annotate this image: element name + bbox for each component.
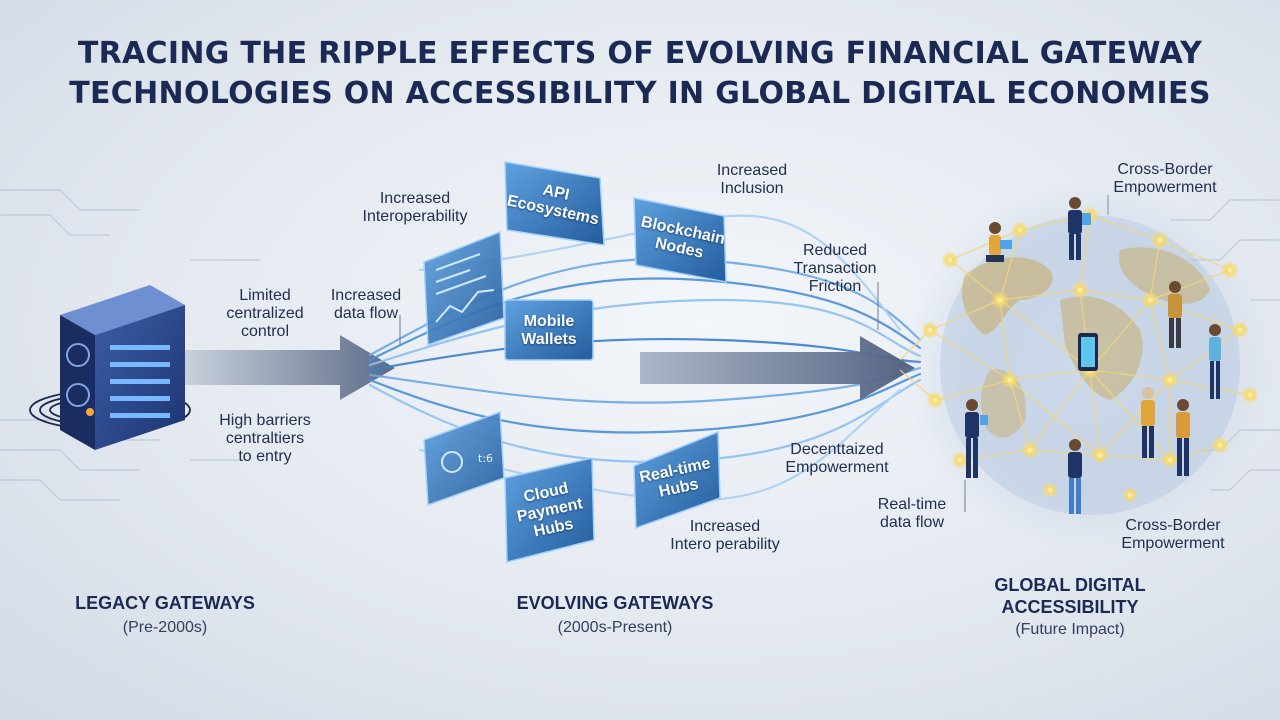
network-nodes [921, 206, 1259, 503]
section-subtitle-global: (Future Impact) [1015, 621, 1125, 638]
label-line: Empowerment [785, 459, 889, 476]
title-line-1: TRACING THE RIPPLE EFFECTS OF EVOLVING F… [77, 36, 1203, 71]
label-line: High barriers [219, 412, 311, 429]
label-line: Interoperability [362, 208, 468, 225]
label-line: Increased [716, 162, 788, 179]
label-line: Limited [239, 287, 291, 304]
mobile-wallets-panel: Mobile Wallets [505, 313, 593, 349]
label-line: Intero perability [670, 536, 780, 553]
label-line: Increased [689, 518, 761, 535]
label-cross-border-empowerment-top: Cross-Border Empowerment [1100, 161, 1230, 197]
label-line: Friction [808, 278, 862, 295]
label-line: Decenttaized [790, 441, 884, 458]
blockchain-nodes-panel-shape [633, 197, 727, 283]
evolving-to-global-arrow [640, 336, 915, 400]
person-figures [965, 197, 1221, 514]
section-title-evolving: EVOLVING GATEWAYS [516, 593, 714, 613]
label-reduced-transaction-friction: Reduced Transaction Friction [780, 242, 890, 296]
person-icon-suit-top [1068, 197, 1091, 260]
mobile-wallets-panel-shape [504, 299, 594, 361]
label-line: Reduced [802, 242, 868, 259]
label-limited-centralized-control: Limited centralized control [210, 287, 320, 341]
person-icon-laptop [986, 222, 1012, 262]
label-line: Transaction [793, 260, 877, 277]
label-increased-inclusion: Increased Inclusion [700, 162, 804, 198]
label-line: to entry [238, 448, 292, 465]
person-icon-right-bottom-2 [1176, 399, 1190, 476]
label-line: Increased [379, 190, 451, 207]
label-line: centraltiers [225, 430, 305, 447]
title-line-2: TECHNOLOGIES ON ACCESSIBILITY IN GLOBAL … [69, 76, 1211, 111]
label-line: control [240, 323, 290, 340]
label-line: GLOBAL DIGITAL [994, 575, 1146, 595]
section-title-global: GLOBAL DIGITAL ACCESSIBILITY [950, 574, 1190, 618]
person-icon-left-bottom [965, 399, 988, 478]
phone-icon-center [1078, 333, 1098, 371]
data-panel-chart-upper [423, 230, 505, 347]
label-line: Real-time [877, 496, 947, 513]
panel-small-text: t:6 [478, 452, 493, 465]
label-line: Mobile [523, 313, 575, 330]
label-line: Cross-Border [1125, 517, 1221, 534]
label-high-barriers: High barriers centraltiers to entry [205, 412, 325, 466]
section-subtitle-legacy: (Pre-2000s) [122, 619, 208, 636]
label-real-time-data-flow: Real-time data flow [862, 496, 962, 532]
api-ecosystems-panel-shape [504, 161, 605, 246]
cloud-payment-hubs-panel-shape [504, 457, 595, 563]
legacy-to-evolving-arrow [185, 335, 395, 400]
person-icon-standing-far-right [1209, 324, 1221, 399]
label-line: Inclusion [720, 180, 784, 197]
label-line: ACCESSIBILITY [1001, 597, 1139, 617]
label-increased-data-flow: Increased data flow [318, 287, 414, 323]
section-subtitle-evolving: (2000s-Present) [557, 619, 673, 636]
label-line: Empowerment [1121, 535, 1225, 552]
label-line: Increased [330, 287, 402, 304]
label-cross-border-empowerment-bottom: Cross-Border Empowerment [1108, 517, 1238, 553]
person-icon-phone-right [1168, 281, 1182, 348]
label-line: Cross-Border [1117, 161, 1213, 178]
label-line: Wallets [521, 331, 577, 348]
person-icon-center-bottom [1068, 439, 1082, 514]
real-time-hubs-panel-shape [633, 430, 721, 530]
label-increased-interoperability-top: Increased Interoperability [350, 190, 480, 226]
label-decentralized-empowerment: Decenttaized Empowerment [772, 441, 902, 477]
label-line: data flow [879, 514, 945, 531]
section-title-legacy: LEGACY GATEWAYS [75, 593, 255, 613]
data-panel-chart-lower: t:6 [423, 410, 505, 507]
label-line: data flow [333, 305, 399, 322]
label-line: Empowerment [1113, 179, 1217, 196]
page-title: TRACING THE RIPPLE EFFECTS OF EVOLVING F… [0, 34, 1280, 114]
legacy-server-icon [60, 285, 185, 450]
person-icon-right-bottom-1 [1141, 387, 1155, 458]
label-line: centralized [226, 305, 304, 322]
label-increased-interoperability-bottom: Increased Intero perability [655, 518, 795, 554]
